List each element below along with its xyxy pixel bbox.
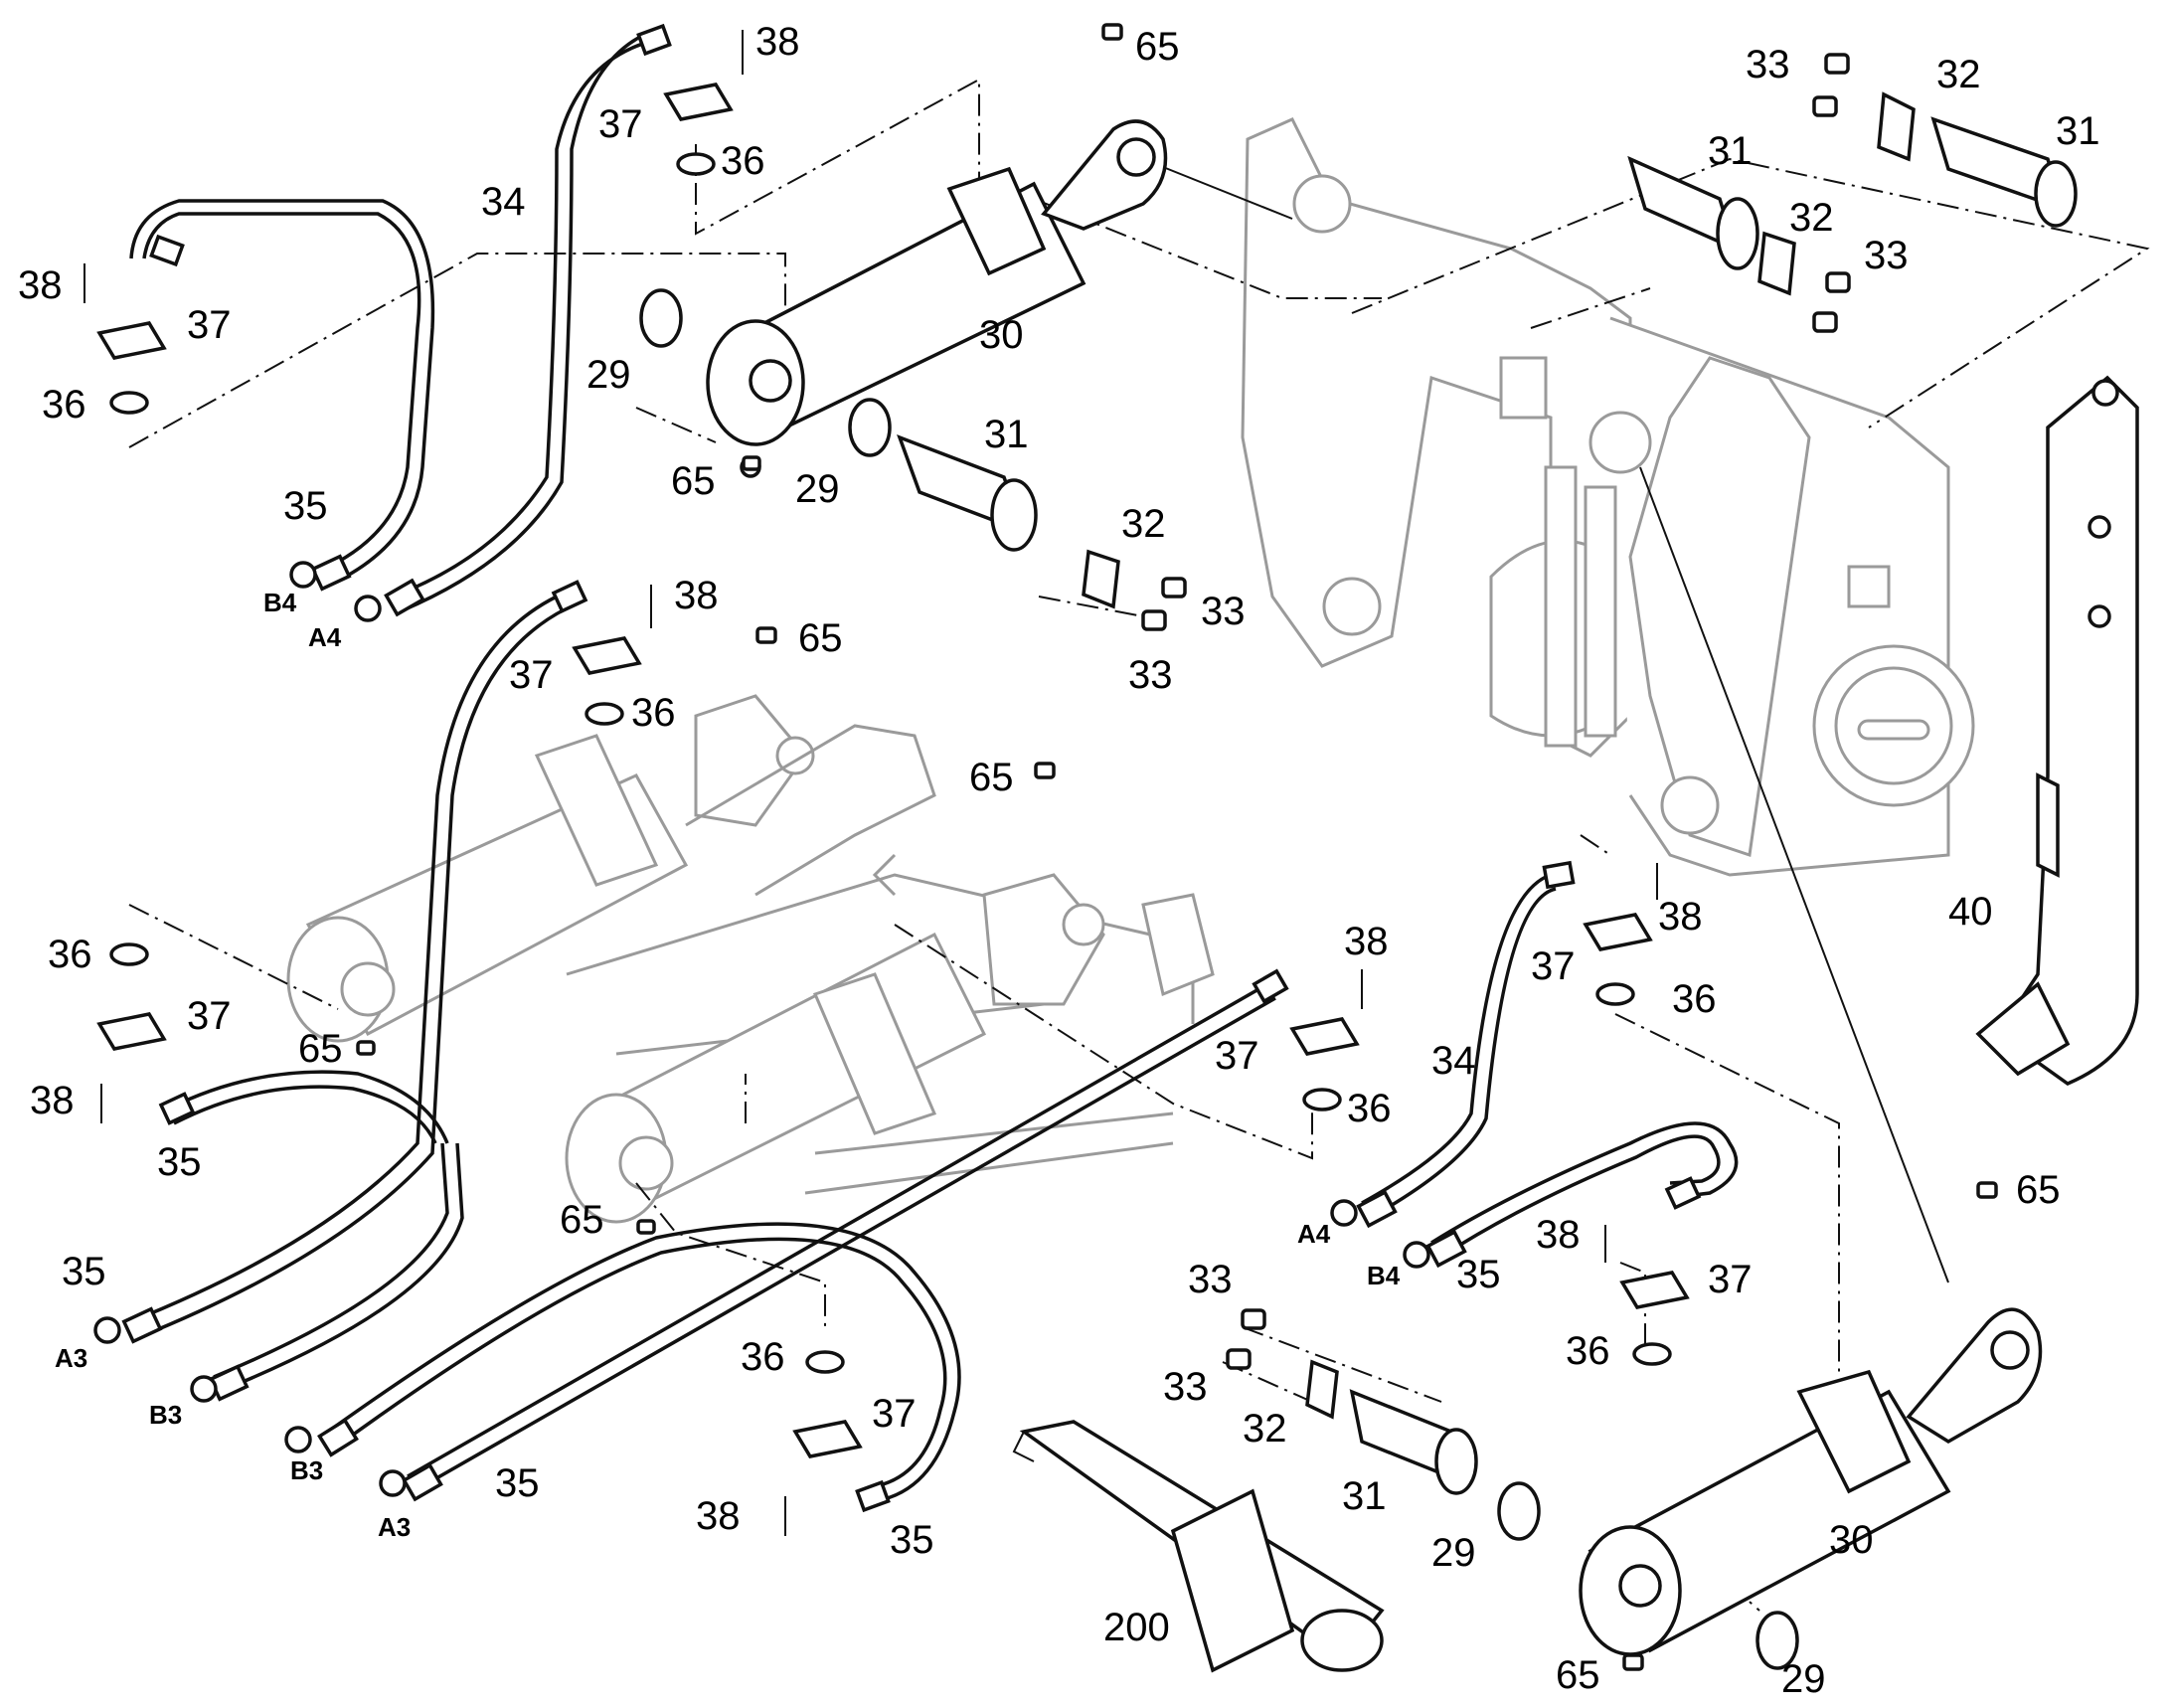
cylinder-assembly-200: [1012, 1420, 1385, 1673]
callout-38: 38: [696, 1494, 741, 1538]
callout-31: 31: [1708, 129, 1753, 173]
port-label-b3: B3: [290, 1455, 323, 1485]
callout-65: 65: [560, 1198, 604, 1242]
cylinder-30-bottom: [1579, 1181, 2043, 1671]
callout-38: 38: [674, 574, 719, 617]
callout-34: 34: [1431, 1039, 1476, 1083]
port-label-a4: A4: [1297, 1219, 1331, 1249]
callout-37: 37: [872, 1392, 917, 1436]
callout-32: 32: [1789, 196, 1834, 240]
callout-35: 35: [890, 1518, 934, 1562]
callout-34: 34: [481, 180, 526, 224]
callout-labels: 65 38 37 36 34 38 37 36 35 B4 A4 29 30 6…: [18, 20, 2100, 1701]
front-cylinder-ghost: [565, 853, 1215, 1224]
callout-36: 36: [741, 1335, 785, 1379]
callout-38: 38: [1344, 920, 1389, 963]
callout-37: 37: [1215, 1034, 1259, 1078]
callout-33: 33: [1201, 590, 1246, 633]
callout-33: 33: [1128, 653, 1173, 697]
callout-29: 29: [586, 353, 631, 397]
callout-35: 35: [157, 1140, 202, 1184]
mounting-bracket-ghost: [1241, 117, 1975, 877]
callout-38: 38: [18, 263, 63, 307]
ripper-shank-40: [1975, 375, 2139, 1086]
callout-36: 36: [48, 933, 92, 976]
callout-30: 30: [1829, 1518, 1874, 1562]
callout-30: 30: [979, 313, 1024, 357]
callout-32: 32: [1121, 502, 1166, 546]
callout-35: 35: [1456, 1253, 1501, 1296]
callout-32: 32: [1243, 1407, 1287, 1451]
callout-37: 37: [509, 653, 554, 697]
callout-31: 31: [2056, 109, 2100, 153]
callout-200: 200: [1103, 1606, 1170, 1649]
cylinder-30-top: [706, 23, 1168, 478]
port-label-a3: A3: [378, 1512, 411, 1542]
callout-35: 35: [62, 1250, 106, 1293]
callout-37: 37: [1708, 1258, 1753, 1301]
seals-flanges-screws: [84, 30, 1690, 1536]
callout-31: 31: [984, 413, 1029, 456]
port-label-a3: A3: [55, 1343, 87, 1373]
leader-lines: [1142, 158, 1949, 1283]
callout-65: 65: [2016, 1168, 2061, 1212]
callout-33: 33: [1188, 1258, 1233, 1301]
callout-36: 36: [631, 691, 676, 735]
callout-65: 65: [798, 616, 843, 660]
callout-65: 65: [1135, 25, 1180, 69]
callout-65: 65: [969, 756, 1014, 799]
grease-nipples-65: [356, 455, 1056, 1235]
callout-33: 33: [1746, 43, 1790, 86]
callout-29: 29: [1781, 1657, 1826, 1701]
callout-38: 38: [755, 20, 800, 64]
callout-35: 35: [495, 1461, 540, 1505]
callout-37: 37: [187, 994, 232, 1038]
callout-36: 36: [42, 383, 86, 427]
callout-35: 35: [283, 484, 328, 528]
callout-29: 29: [1431, 1531, 1476, 1575]
callout-65: 65: [1556, 1653, 1600, 1697]
callout-36: 36: [1347, 1087, 1392, 1130]
hoses: [128, 26, 1739, 1503]
callout-36: 36: [721, 139, 765, 183]
callout-33: 33: [1864, 234, 1909, 277]
callout-37: 37: [598, 102, 643, 146]
washers-29: [639, 288, 1799, 1670]
port-label-a4: A4: [308, 622, 342, 652]
port-label-b3: B3: [149, 1400, 182, 1430]
callout-37: 37: [1531, 944, 1576, 988]
callout-36: 36: [1672, 977, 1717, 1021]
port-label-b4: B4: [263, 588, 297, 617]
callout-38: 38: [1536, 1213, 1581, 1257]
callout-38: 38: [30, 1079, 75, 1122]
callout-36: 36: [1566, 1329, 1610, 1373]
hose-fittings: [93, 23, 1702, 1513]
callout-32: 32: [1936, 53, 1981, 96]
callout-31: 31: [1342, 1474, 1387, 1518]
port-label-b4: B4: [1367, 1261, 1401, 1290]
callout-65: 65: [671, 459, 716, 503]
pins-and-plates: [897, 53, 2078, 1495]
callout-29: 29: [795, 467, 840, 511]
callout-33: 33: [1163, 1365, 1208, 1409]
callout-37: 37: [187, 303, 232, 347]
callout-38: 38: [1658, 895, 1703, 939]
callout-65: 65: [298, 1027, 343, 1071]
callout-40: 40: [1948, 890, 1993, 934]
